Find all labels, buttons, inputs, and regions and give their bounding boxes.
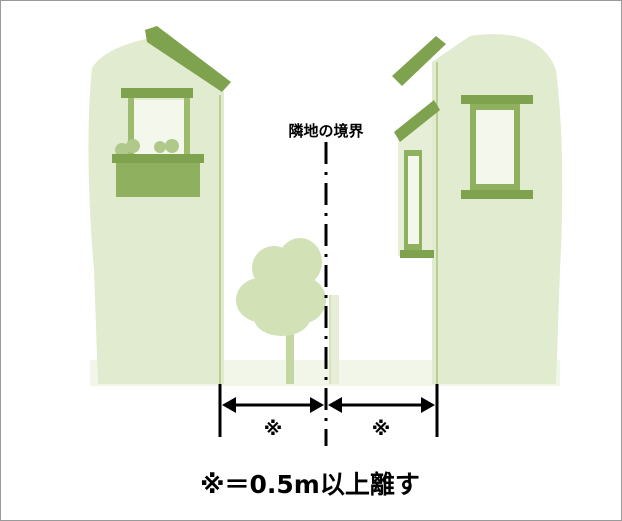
right-house: [392, 34, 563, 385]
left-arrowhead-end: [310, 397, 324, 413]
dimension-lines: [218, 384, 439, 437]
gap-mark-right: ※: [371, 418, 391, 440]
left-roof: [145, 26, 231, 92]
caption: ※＝0.5m以上離す: [200, 470, 420, 499]
right-arrowhead-start: [328, 397, 342, 413]
right-side-window: [400, 150, 434, 258]
left-arrowhead-start: [222, 397, 236, 413]
fence-post: [329, 295, 339, 384]
right-main-window: [461, 95, 533, 199]
gap-mark-left: ※: [263, 418, 283, 440]
left-house: [88, 26, 231, 384]
right-annex-roof: [394, 100, 440, 142]
left-balcony-window: [112, 88, 204, 197]
right-arrowhead-end: [421, 397, 435, 413]
tree: [236, 238, 326, 384]
right-roof: [392, 36, 446, 86]
boundary-label: 隣地の境界: [288, 122, 364, 140]
